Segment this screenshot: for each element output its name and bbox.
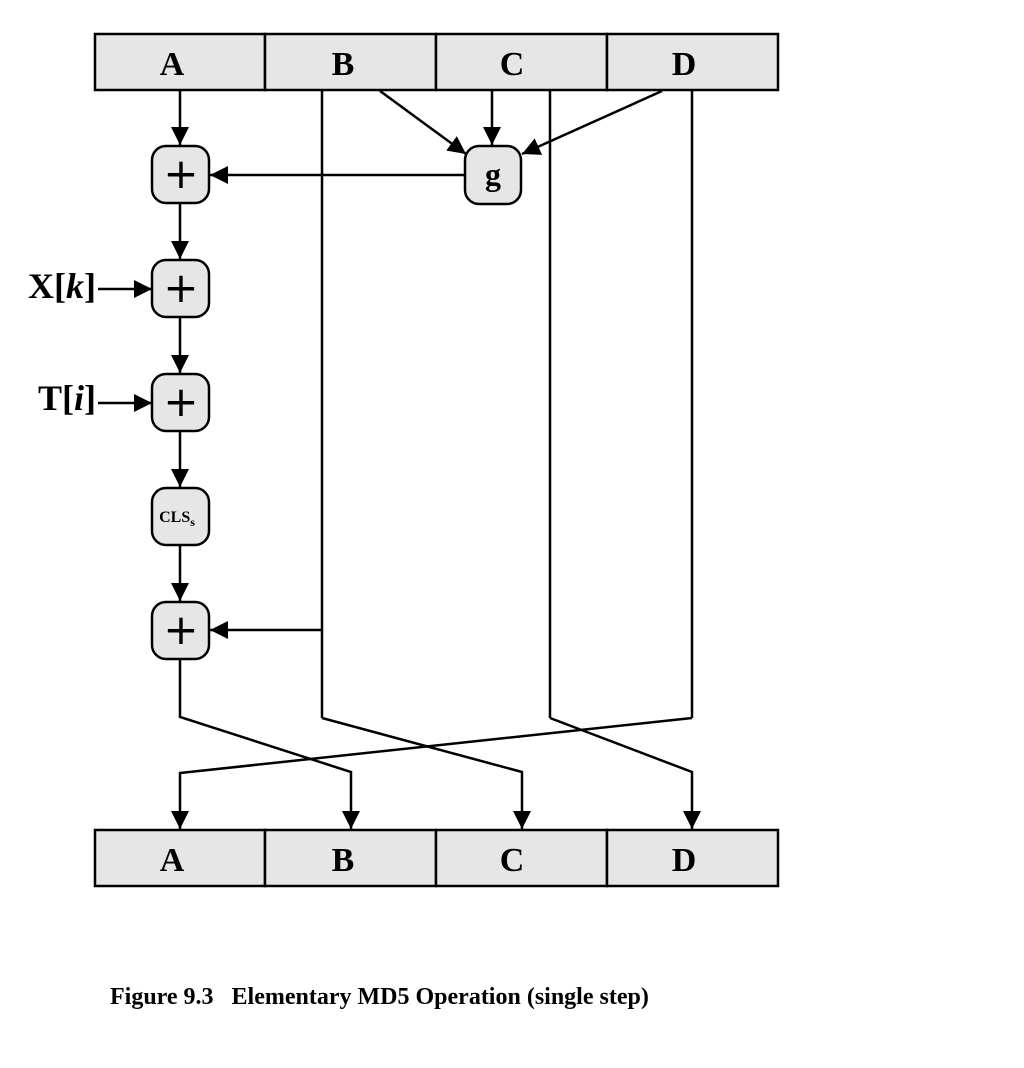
- top-register-b: [263, 32, 438, 92]
- bottom-register-d-label: D: [672, 842, 697, 879]
- input-x-k-label: X[k]: [28, 266, 96, 306]
- top-register-a-label: A: [160, 46, 185, 83]
- bottom-register-c-label: C: [500, 842, 525, 879]
- input-t-i-label: T[i]: [38, 378, 96, 418]
- cls-box: CLSs: [150, 486, 211, 547]
- adder-3-symbol: +: [163, 377, 198, 426]
- wire-d-to-g: [521, 89, 663, 156]
- wire-b-to-output-c: [321, 716, 531, 829]
- wire-d-to-output-a: [171, 716, 693, 829]
- top-register-a: [93, 32, 267, 92]
- top-register-b-label: B: [332, 46, 355, 83]
- adder-3: +: [150, 372, 211, 433]
- cls-label: CLSs: [159, 509, 195, 529]
- bottom-register-b: [263, 828, 438, 888]
- adder-4-symbol: +: [163, 605, 198, 654]
- figure-caption: Figure 9.3 Elementary MD5 Operation (sin…: [110, 984, 649, 1011]
- function-g-label: g: [485, 156, 501, 192]
- top-register-d-label: D: [672, 46, 697, 83]
- top-register-d: [605, 32, 780, 92]
- wire-c-to-output-d: [549, 716, 701, 829]
- bottom-register-a: [93, 828, 267, 888]
- wire-b-to-g: [379, 89, 467, 156]
- cls-subscript: s: [190, 515, 195, 529]
- bottom-register-bar: A B C D: [93, 828, 780, 888]
- adder-2: +: [150, 258, 211, 319]
- bottom-register-d: [605, 828, 780, 888]
- wire-sum-to-output-b: [178, 658, 360, 829]
- figure-title: Elementary MD5 Operation (single step): [231, 984, 649, 1010]
- adder-4: +: [150, 600, 211, 661]
- top-register-c: [434, 32, 609, 92]
- figure-number: Figure 9.3: [110, 984, 214, 1010]
- function-g-box: g: [463, 144, 523, 206]
- top-register-bar: A B C D: [93, 32, 780, 92]
- bottom-register-a-label: A: [160, 842, 185, 879]
- bottom-register-c: [434, 828, 609, 888]
- wires: [98, 89, 701, 829]
- adder-1-symbol: +: [163, 149, 198, 198]
- bottom-register-b-label: B: [332, 842, 355, 879]
- top-register-c-label: C: [500, 46, 525, 83]
- adder-2-symbol: +: [163, 263, 198, 312]
- adder-1: +: [150, 144, 211, 205]
